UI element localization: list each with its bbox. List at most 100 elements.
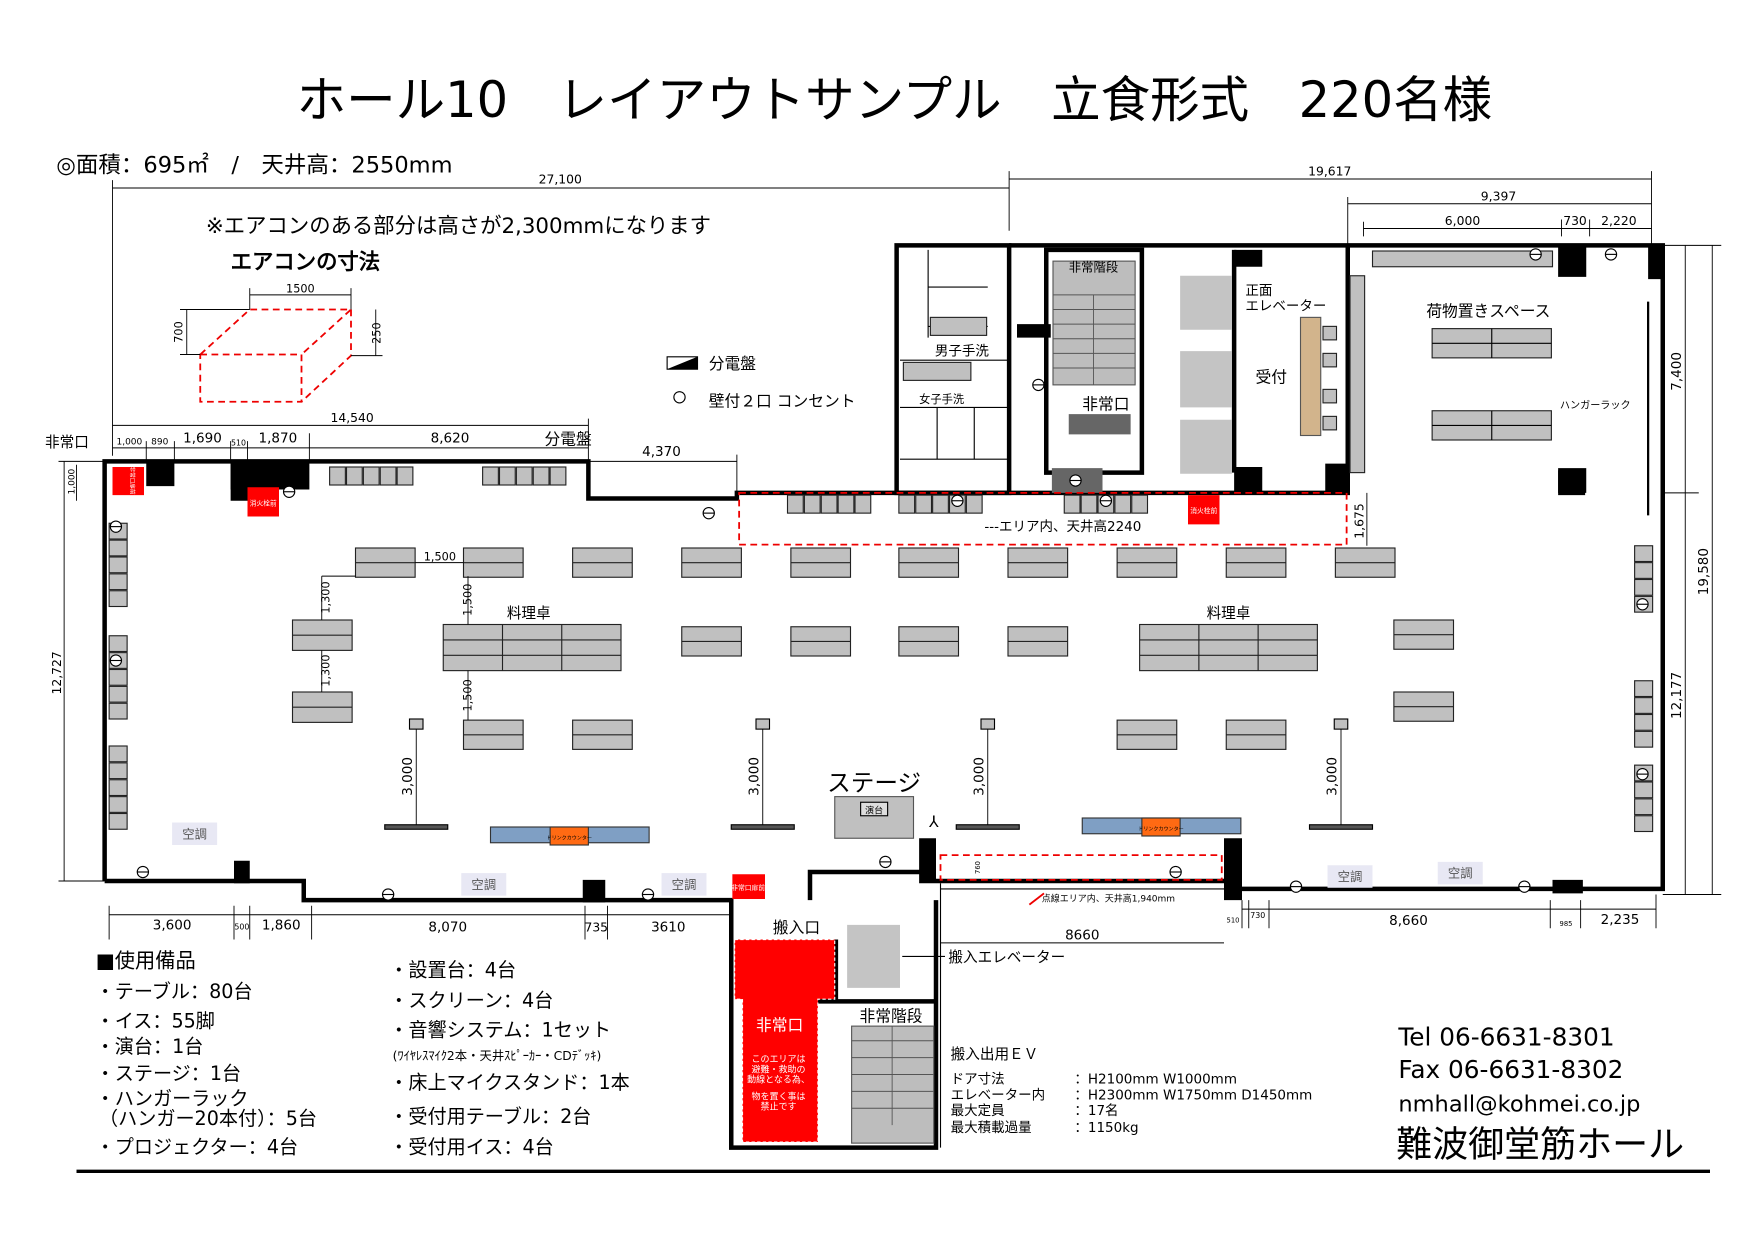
outlet-icon bbox=[109, 654, 123, 667]
projector-screen: 3,000 bbox=[955, 718, 1020, 830]
outlets bbox=[109, 248, 1649, 901]
equipment-item: ・ハンガーラック bbox=[96, 1087, 249, 1110]
emergency-exit-label-core: 非常口 bbox=[1082, 395, 1129, 414]
table bbox=[898, 547, 960, 578]
outlet-icon bbox=[951, 494, 964, 507]
table bbox=[572, 547, 633, 578]
chair bbox=[108, 590, 128, 608]
chair bbox=[108, 556, 128, 574]
no-storage-note-5: 禁止です bbox=[760, 1100, 796, 1112]
dim-right-sub: 9,397 bbox=[1481, 189, 1516, 203]
panel-board-label: 分電盤 bbox=[545, 430, 592, 449]
dim-8070: 8,070 bbox=[428, 920, 467, 936]
low-ceiling-note: 点線エリア内、天井高1,940mm bbox=[1042, 892, 1175, 904]
chair bbox=[108, 812, 128, 830]
outlet-icon bbox=[1032, 378, 1045, 392]
chair bbox=[1634, 713, 1654, 731]
aircon-width: 1500 bbox=[286, 283, 315, 296]
equipment-item: ・受付用テーブル：2台 bbox=[389, 1105, 591, 1128]
dim-1675: 1,675 bbox=[1353, 503, 1367, 538]
chair bbox=[108, 745, 128, 763]
outlet-icon bbox=[282, 485, 296, 498]
spec-value: ：H2100mm W1000mm bbox=[1074, 1072, 1237, 1088]
table bbox=[898, 626, 960, 657]
outlet-icon bbox=[136, 865, 150, 879]
spec-value: ：17名 bbox=[1074, 1103, 1118, 1119]
table bbox=[291, 619, 353, 651]
chair bbox=[549, 466, 567, 486]
emergency-stairs-label: 非常階段 bbox=[1069, 259, 1118, 274]
dashed-area-note: ---エリア内、天井高2240 bbox=[984, 518, 1141, 535]
aircon-diagram: 1500 700 250 bbox=[172, 283, 383, 403]
chair bbox=[108, 668, 128, 686]
table bbox=[790, 626, 852, 657]
chair bbox=[329, 466, 346, 486]
lower-emergency-stairs-label: 非常階段 bbox=[860, 1007, 923, 1026]
hydrant-front-tag-1: 消火栓前 bbox=[250, 498, 277, 507]
equipment-item: （ハンガー20本付）：5台 bbox=[99, 1107, 317, 1130]
legend: 分電盤 壁付２口 コンセント bbox=[666, 354, 856, 410]
no-storage-note-2: 避難・救助の bbox=[751, 1063, 805, 1075]
aircon-unit: 空調 bbox=[172, 822, 218, 845]
equipment-item: ・テーブル：80台 bbox=[96, 980, 253, 1003]
outlet-icon bbox=[1069, 474, 1082, 487]
table bbox=[1393, 691, 1455, 722]
women-restroom-label: 女子手洗 bbox=[919, 392, 964, 406]
top-dimensions: 27,100 19,617 9,397 6,000 730 2,220 bbox=[112, 165, 1652, 456]
no-storage-zone bbox=[734, 938, 836, 1143]
no-storage-note-4: 物を置く事は bbox=[751, 1090, 805, 1102]
venue-name: 難波御堂筋ホール bbox=[1396, 1125, 1684, 1166]
hydrant-front-tag-2: 消火栓前 bbox=[1190, 506, 1217, 515]
spec-key: 最大積載過量 bbox=[951, 1120, 1032, 1136]
chair bbox=[1114, 494, 1132, 514]
chair bbox=[108, 796, 128, 813]
dim-4370: 4,370 bbox=[642, 444, 681, 460]
dim-right-part-2: 730 bbox=[1563, 214, 1587, 228]
dim-3000: 3,000 bbox=[746, 757, 762, 796]
chair bbox=[932, 494, 949, 514]
table bbox=[1007, 547, 1069, 578]
elevator-spec: 搬入出用ＥＶ ドア寸法 ：H2100mm W1000mm エレベーター内 ：H2… bbox=[951, 1046, 1313, 1136]
dim-top-right: 19,617 bbox=[1308, 165, 1351, 179]
dim-760: 760 bbox=[974, 861, 982, 874]
table bbox=[790, 547, 852, 578]
chair bbox=[786, 494, 804, 514]
table bbox=[572, 719, 633, 750]
loading-entrance-label: 搬入口 bbox=[773, 918, 820, 937]
spec-key: 最大定員 bbox=[951, 1103, 1005, 1119]
dim-1860: 1,860 bbox=[262, 917, 301, 933]
table bbox=[1334, 547, 1396, 578]
outlet-icon bbox=[641, 888, 655, 901]
aircon-dims-title: エアコンの寸法 bbox=[231, 250, 381, 275]
outlet-icon bbox=[109, 520, 123, 533]
chair bbox=[837, 494, 855, 514]
low-ceiling-area-1940 bbox=[939, 854, 1223, 881]
lower-emergency-stairs bbox=[851, 1025, 935, 1144]
aircon-unit: 空調 bbox=[461, 873, 507, 896]
spec-value: ：H2300mm W1750mm D1450mm bbox=[1074, 1087, 1312, 1103]
table bbox=[1225, 719, 1287, 750]
outlet-icon bbox=[1099, 494, 1113, 507]
legend-panel-label: 分電盤 bbox=[709, 354, 756, 373]
elevator-spec-title: 搬入出用ＥＶ bbox=[951, 1046, 1039, 1063]
drink-counter-label-left: ドリンクカウンター bbox=[547, 834, 592, 841]
aircon-unit: 空調 bbox=[1437, 861, 1483, 885]
podium-label: 演台 bbox=[865, 805, 883, 817]
equipment-item: ・スクリーン：4台 bbox=[389, 989, 553, 1012]
spec-key: エレベーター内 bbox=[951, 1087, 1046, 1103]
cooking-table-label-right: 料理卓 bbox=[1207, 605, 1251, 622]
svg-text:空調: 空調 bbox=[471, 878, 496, 892]
dim-1500-a: 1,500 bbox=[461, 584, 474, 616]
chair bbox=[1063, 494, 1081, 514]
outlet-icon bbox=[1289, 880, 1303, 893]
table bbox=[1116, 547, 1178, 578]
chair bbox=[803, 494, 821, 514]
dim-500: 500 bbox=[234, 922, 249, 931]
dim-door-1000: 1,000 bbox=[67, 468, 77, 494]
reception-desk bbox=[1299, 316, 1322, 437]
bottom-dimensions: 3,600 500 1,860 8,070 735 3610 510 730 8… bbox=[108, 894, 1657, 944]
dim-right-part-1: 6,000 bbox=[1445, 214, 1481, 228]
low-ceiling-area-2240 bbox=[738, 491, 1348, 546]
